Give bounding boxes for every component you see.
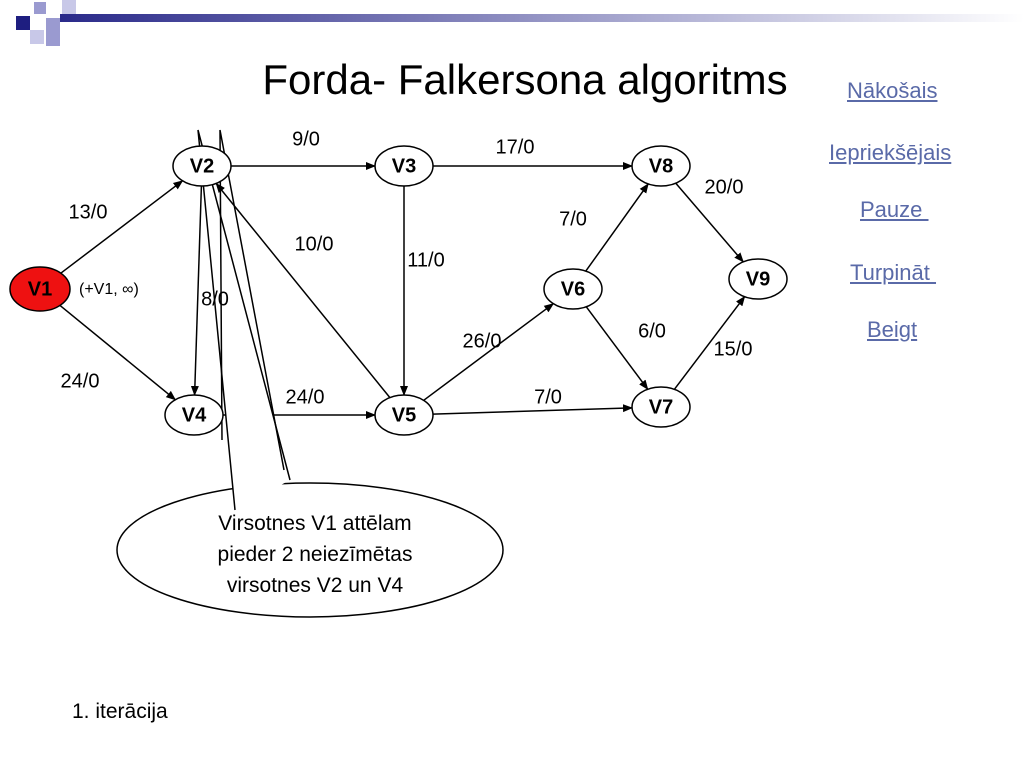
edge-label-v2-v4: 8/0 [201,288,229,310]
corner-square [30,30,44,44]
edge-label-v5-v7: 7/0 [534,386,562,408]
edge-v1-v4 [59,304,177,401]
node-label-v8: V8 [649,155,673,177]
corner-square [34,2,46,14]
node-label-v6: V6 [561,278,585,300]
callout-line: pieder 2 neiezīmētas [217,543,413,566]
corner-decoration [16,0,1024,46]
node-v9: V9 [728,258,788,300]
edge-label-v6-v8: 7/0 [559,208,587,230]
node-v3: V3 [374,145,434,187]
edge-label-v3-v8: 17/0 [496,136,535,158]
edge-v5-v2 [215,182,391,398]
edge-label-v5-v2: 10/0 [295,233,334,255]
iteration-label: 1. iterācija [72,700,168,723]
corner-square [62,0,76,14]
node-v8: V8 [631,145,691,187]
node-label-v5: V5 [392,404,416,426]
node-v7: V7 [631,386,691,428]
node-shape-v4 [164,394,224,436]
edge-v6-v7 [585,306,649,391]
node-label-v1: V1 [28,278,52,300]
callout-text: Virsotnes V1 attēlam pieder 2 neiezīmēta… [150,508,480,601]
edge-label-v1-v4: 24/0 [61,370,100,392]
node-label-v4: V4 [182,404,207,426]
callout-pointer [219,129,285,471]
node-shape-v9 [728,258,788,300]
edge-label-v7-v9: 15/0 [714,338,753,360]
edge-label-v4-v5: 24/0 [286,386,325,408]
edge-label-v1-v2: 13/0 [69,201,108,223]
node-v5: V5 [374,394,434,436]
node-shape-v1 [9,266,71,312]
node-label-v7: V7 [649,396,673,418]
node-v1: V1 [9,266,71,312]
node-shape-v7 [631,386,691,428]
node-label-v9: V9 [746,268,770,290]
callout-bubble [116,129,504,618]
end-link[interactable]: Beigt [867,317,918,342]
node-shape-v5 [374,394,434,436]
node-shape-v3 [374,145,434,187]
edge-label-v2-v3: 9/0 [292,128,320,150]
callout-line: Virsotnes V1 attēlam [218,512,412,535]
node-v2: V2 [172,145,232,187]
node-label-v2: V2 [190,155,214,177]
node-v4: V4 [164,394,224,436]
node-shape-v8 [631,145,691,187]
edge-v5-v6 [423,303,555,401]
edge-v5-v7 [432,404,633,415]
previous-link[interactable]: Iepriekšējais [829,140,952,165]
node-v6: V6 [543,268,603,310]
callout-line: virsotnes V2 un V4 [226,574,404,597]
node-label-v3: V3 [392,155,416,177]
node-shape-v2 [172,145,232,187]
callout-pointer [197,129,291,511]
header-gradient-bar [60,14,1024,22]
corner-square [46,18,60,32]
edge-label-v3-v5: 11/0 [407,249,444,271]
edge-label-v8-v9: 20/0 [705,176,744,198]
edge-v8-v9 [675,182,744,263]
edge-v2-v4 [190,185,203,396]
pause-link[interactable]: Pauze [860,197,929,222]
edge-v7-v9 [673,295,746,390]
corner-square [16,16,30,30]
edge-label-v6-v7: 6/0 [638,320,666,342]
labels-layer: 13/0 24/0 9/0 8/0 17/0 11/0 10/0 24/0 26/0 7/0 7/0… [61,128,753,408]
edges-layer [59,162,746,419]
continue-link[interactable]: Turpināt [850,260,937,285]
edge-v1-v2 [60,180,184,274]
node-annotation-v1: (+V1, ∞) [79,281,139,298]
node-shape-v6 [543,268,603,310]
slide-title: Forda- Falkersona algoritms [262,56,788,103]
edge-label-v5-v6: 26/0 [463,330,502,352]
next-link[interactable]: Nākošais [847,78,938,103]
corner-square [46,32,60,46]
edge-v6-v8 [585,183,649,272]
